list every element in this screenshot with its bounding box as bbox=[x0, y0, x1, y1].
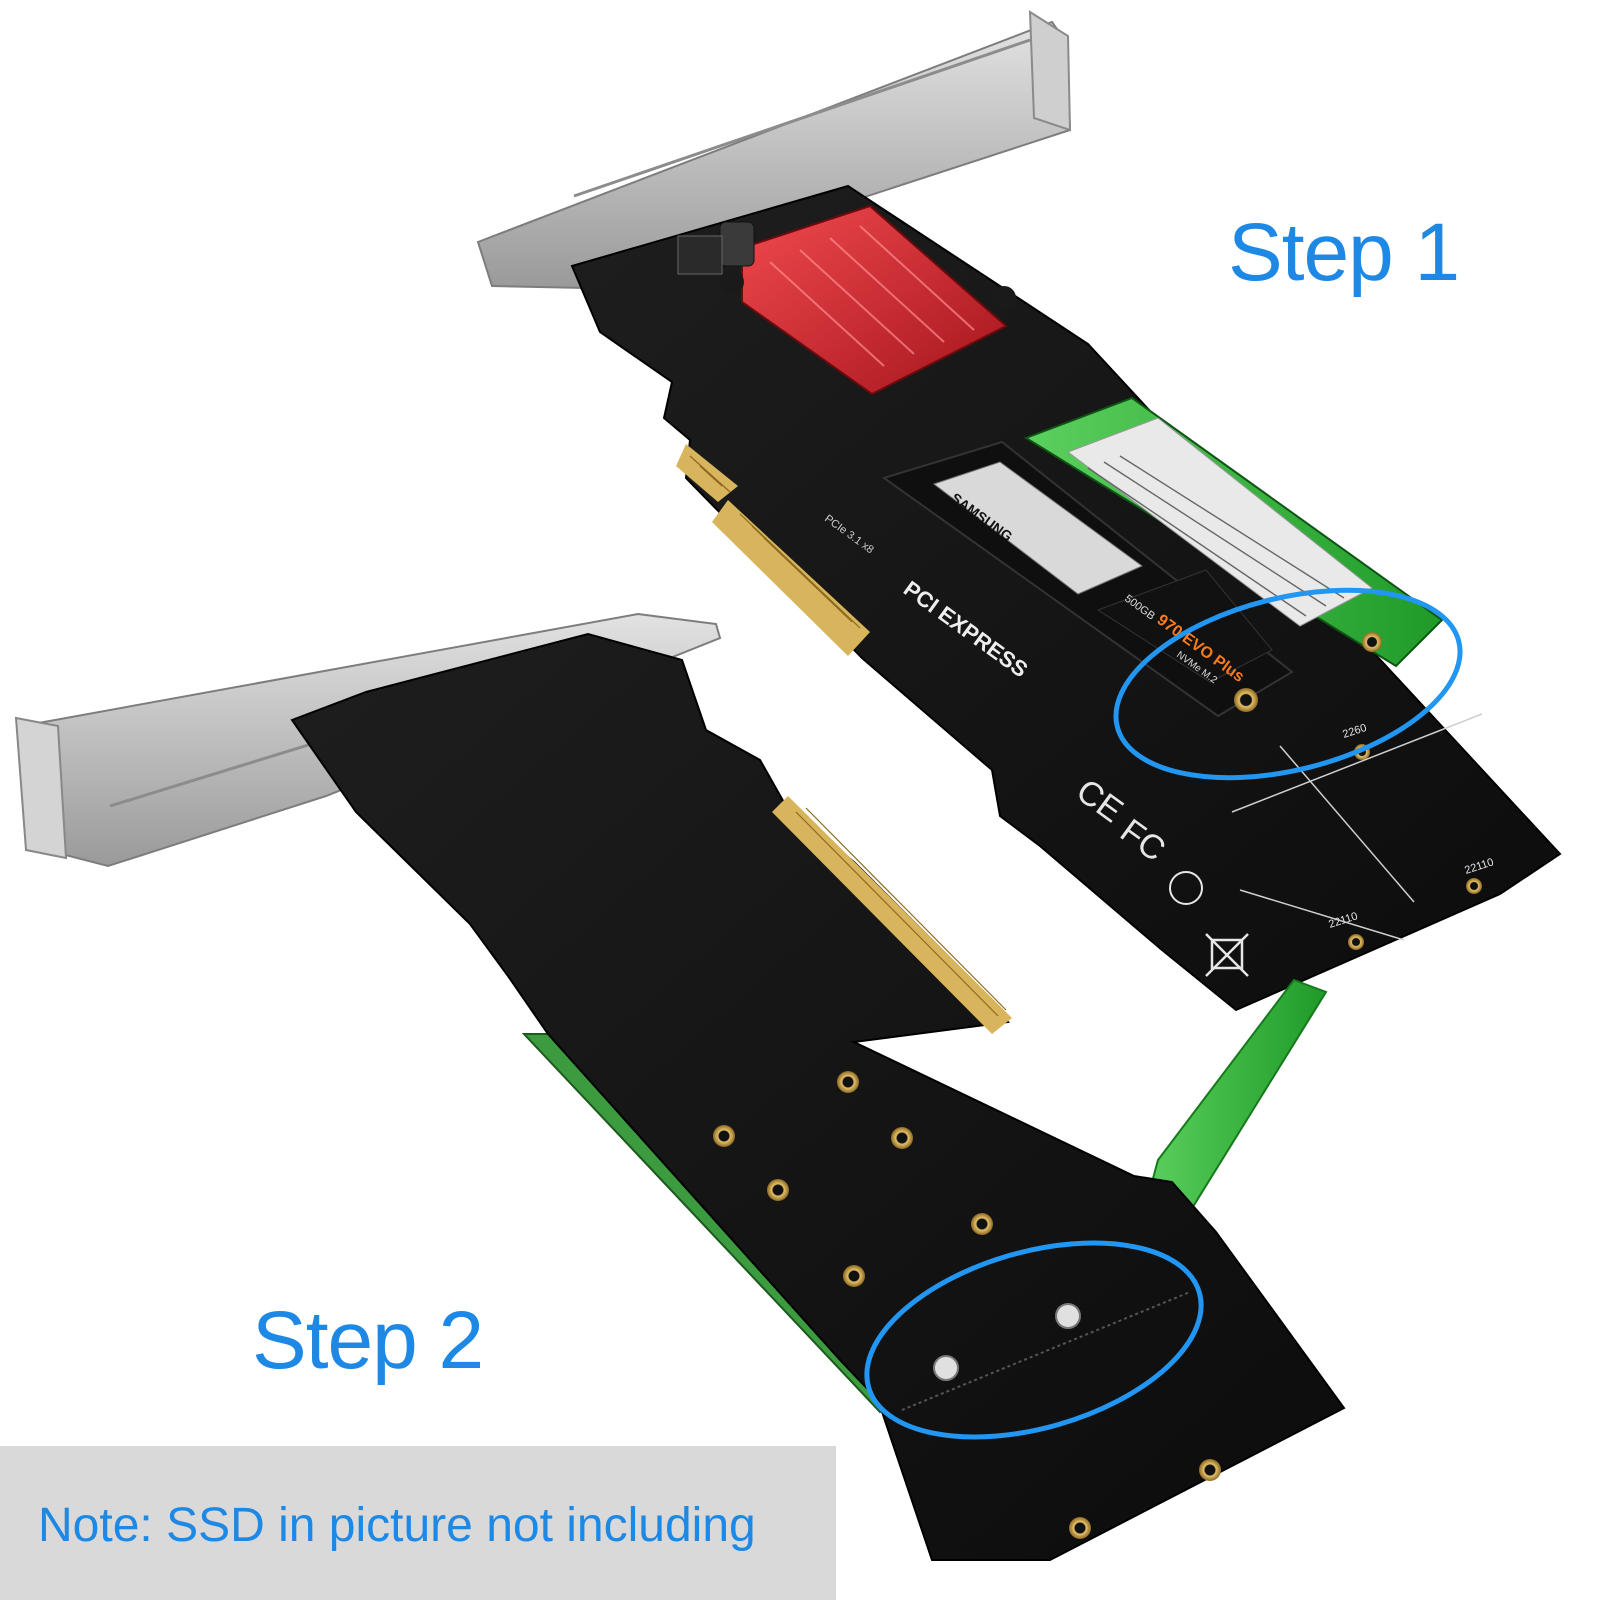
step1-hole-22110-b bbox=[1348, 934, 1364, 950]
step1-inductor bbox=[677, 235, 723, 275]
step2-pcb bbox=[290, 632, 1346, 1561]
step1-highlight-circle bbox=[1113, 587, 1463, 781]
screw-right bbox=[1055, 1303, 1081, 1329]
step1-bracket bbox=[476, 10, 1072, 290]
step2-highlight-circle bbox=[864, 1240, 1204, 1440]
step2-label: Step 2 bbox=[252, 1295, 484, 1386]
step2-mounting-holes bbox=[713, 1071, 1221, 1539]
step1-capacitor bbox=[719, 221, 755, 267]
step2-seam bbox=[901, 1291, 1191, 1411]
step1-card: SAMSUNG 970 EVO Plus 500GB NVMe M.2 PCI … bbox=[476, 10, 1562, 1012]
weee-icon bbox=[1205, 933, 1249, 977]
step1-heatsink bbox=[720, 204, 1016, 396]
step1-hole-22110-a bbox=[1466, 878, 1482, 894]
step1-ssd-green bbox=[1023, 396, 1444, 668]
step1-label: Step 1 bbox=[1228, 207, 1460, 298]
step1-slot-lines bbox=[1231, 713, 1483, 941]
step1-ssd-samsung: SAMSUNG 970 EVO Plus 500GB NVMe M.2 bbox=[881, 440, 1294, 718]
step2-card bbox=[14, 612, 1346, 1561]
note-text: Note: SSD in picture not including bbox=[38, 1499, 756, 1552]
step2-gold-fingers bbox=[772, 796, 1012, 1034]
step1-gold-fingers bbox=[676, 444, 870, 656]
screw-left bbox=[933, 1355, 959, 1381]
pb-free-icon bbox=[1169, 871, 1203, 905]
note-background bbox=[0, 1446, 836, 1600]
